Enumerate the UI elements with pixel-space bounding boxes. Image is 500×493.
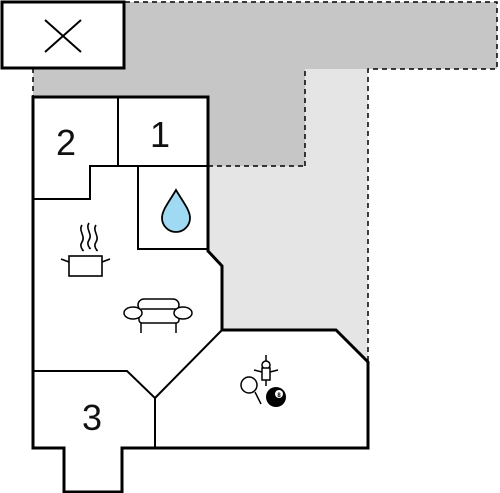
terrace-area-dark bbox=[33, 2, 497, 166]
sofa-icon bbox=[123, 298, 193, 333]
close-icon bbox=[44, 19, 82, 53]
close-button[interactable] bbox=[0, 0, 126, 70]
table-football-icon bbox=[253, 355, 279, 386]
water-drop-icon bbox=[161, 188, 191, 233]
room-label-3: 3 bbox=[82, 397, 102, 438]
room-label-1: 1 bbox=[150, 114, 170, 155]
terrace-area-light bbox=[208, 69, 368, 362]
table-tennis-icon bbox=[240, 376, 262, 405]
room-label-2: 2 bbox=[56, 122, 76, 163]
billiard-ball-icon: 8 bbox=[266, 387, 286, 407]
cooking-pot-icon bbox=[60, 222, 111, 277]
billiard-ball-number: 8 bbox=[277, 393, 281, 399]
interior-walls bbox=[33, 97, 223, 448]
terrace-boundary bbox=[32, 1, 498, 362]
